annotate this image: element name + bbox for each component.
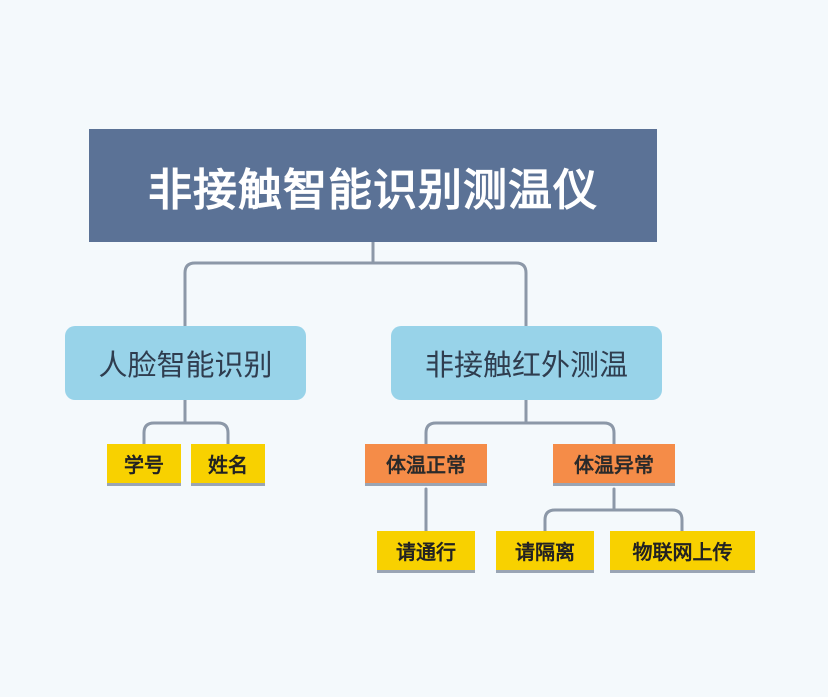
leaf-label: 物联网上传 [632,540,733,564]
connector-root-to-branches [183,240,528,328]
branch-label: 人脸智能识别 [98,348,273,382]
node-temp-normal: 体温正常 [365,444,487,486]
leaf-label: 请通行 [396,540,456,564]
leaf-label: 学号 [124,453,164,477]
connector-abnormal-to-children [543,487,684,533]
branch-face-recognition: 人脸智能识别 [65,326,306,400]
leaf-label: 请隔离 [515,540,575,564]
leaf-please-pass: 请通行 [377,531,475,573]
node-label: 体温正常 [386,453,466,477]
leaf-name: 姓名 [191,444,265,486]
branch-label: 非接触红外测温 [424,348,628,382]
node-temp-abnormal: 体温异常 [553,444,675,486]
root-node: 非接触智能识别测温仪 [89,129,657,242]
node-label: 体温异常 [574,453,654,477]
leaf-iot-upload: 物联网上传 [610,531,755,573]
leaf-label: 姓名 [208,453,248,477]
connector-face-to-children [142,398,230,446]
leaf-please-isolate: 请隔离 [496,531,594,573]
connector-temp-to-children [424,398,616,446]
root-label: 非接触智能识别测温仪 [148,164,598,216]
branch-infrared-measurement: 非接触红外测温 [391,326,662,400]
leaf-student-id: 学号 [107,444,181,486]
